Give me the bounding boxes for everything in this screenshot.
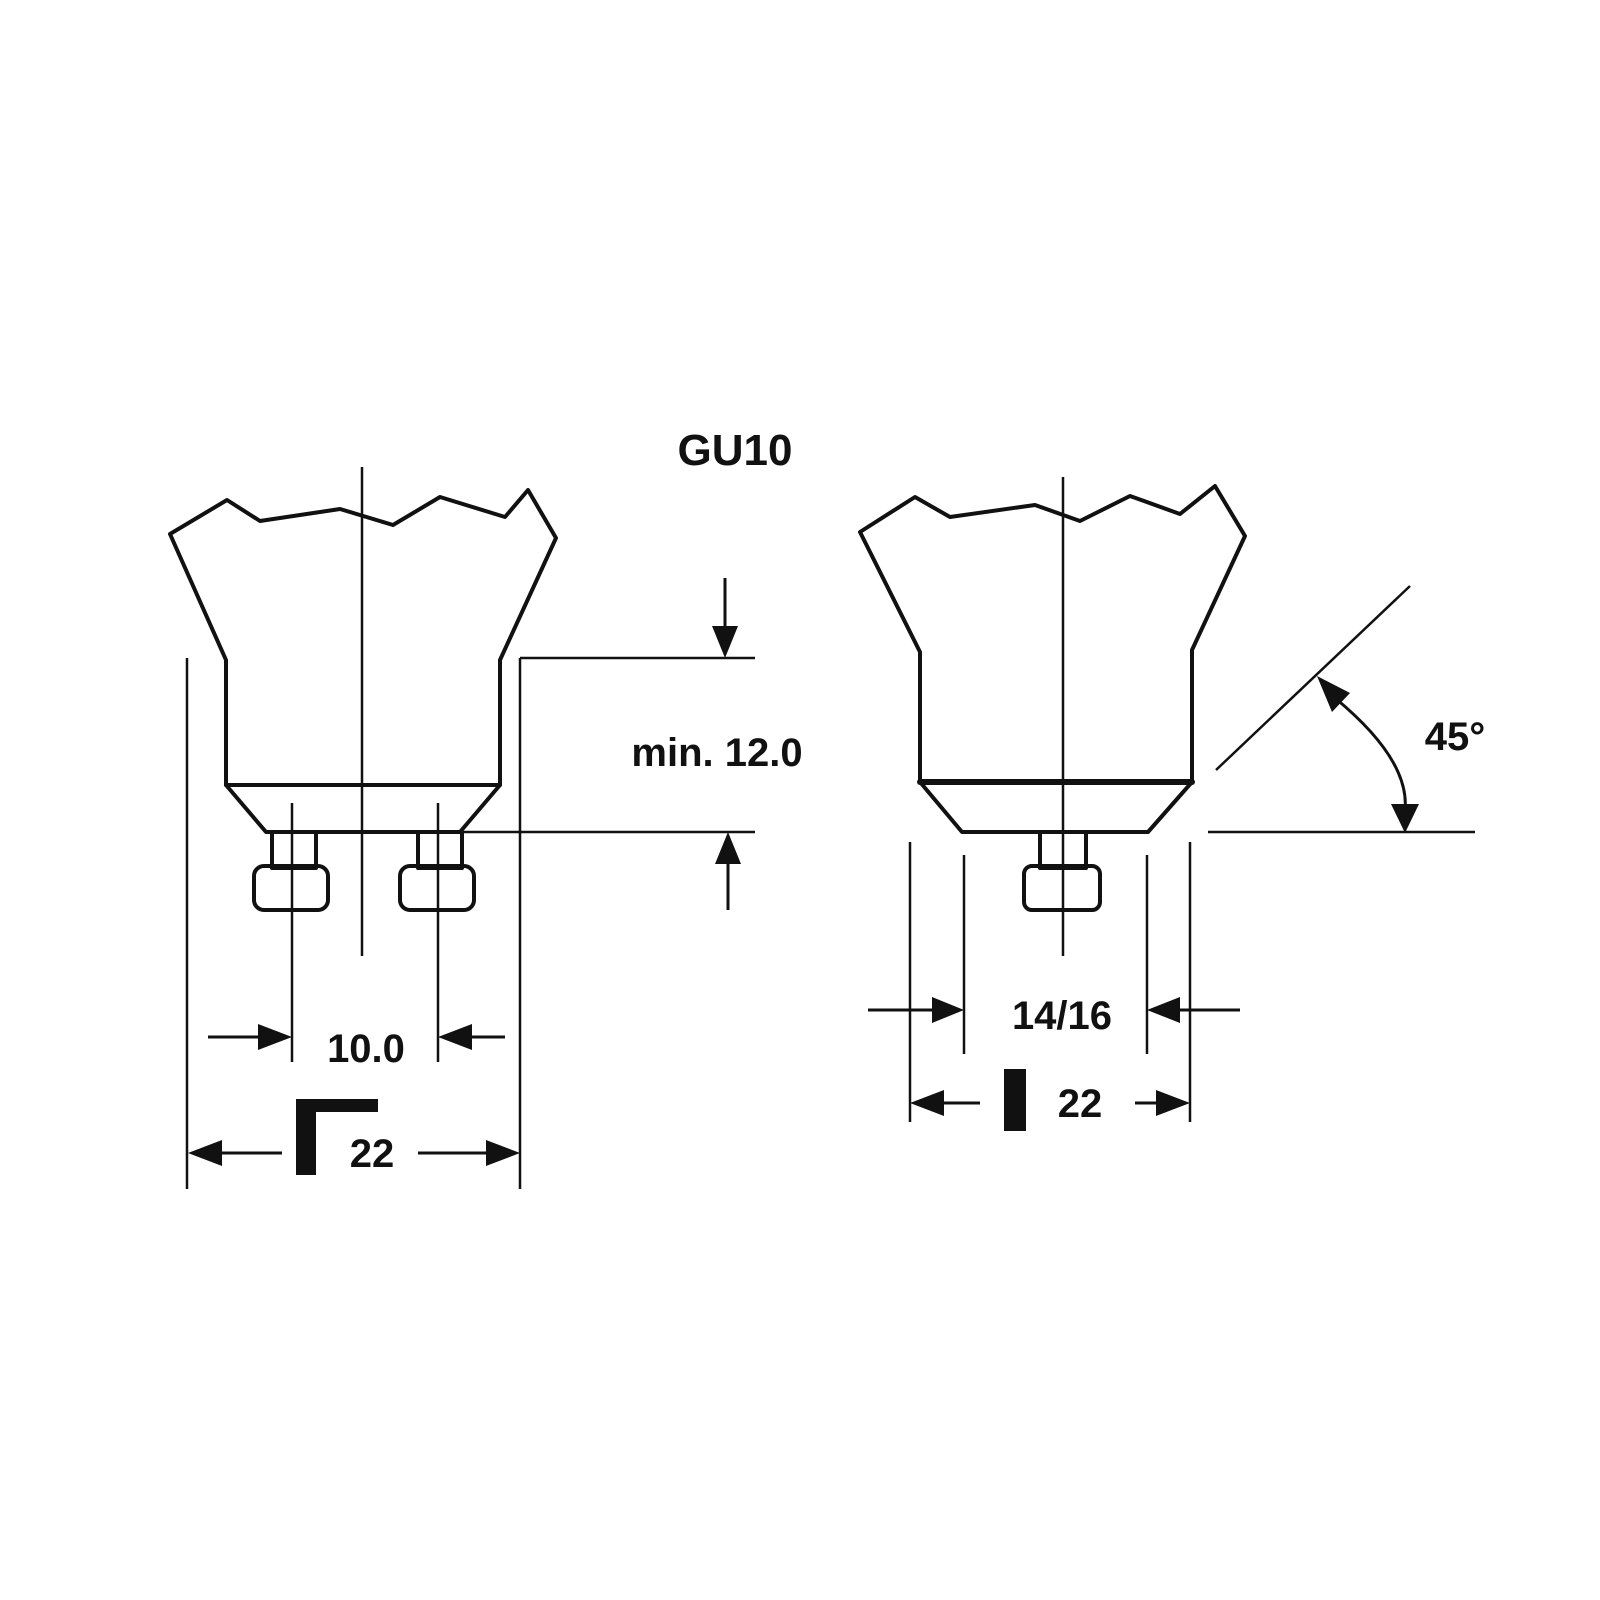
- pin-width-arrow-right-head: [1147, 997, 1180, 1023]
- angle-arrow-upper-head: [1317, 676, 1350, 712]
- right-pin: [1022, 830, 1102, 912]
- drawing-title: GU10: [678, 426, 793, 475]
- height-label: min. 12.0: [631, 731, 802, 775]
- profile-corner-symbol: [296, 1099, 378, 1175]
- pin-spacing-arrow-left-head: [258, 1024, 292, 1050]
- base-width-arrow-right-head: [486, 1140, 520, 1166]
- right-lamp-body: [858, 484, 1247, 784]
- right-base-width-label: 22: [1058, 1082, 1103, 1126]
- height-arrow-bottom-head: [715, 832, 741, 864]
- base-width-arrow-left-head: [188, 1140, 222, 1166]
- angle-label: 45°: [1425, 715, 1486, 759]
- pin-spacing-arrow-right-head: [438, 1024, 472, 1050]
- left-lamp-body: [168, 488, 558, 787]
- height-arrow-top-head: [712, 626, 738, 658]
- right-base-arrow-left-head: [910, 1090, 944, 1116]
- right-view: 14/16 22 45°: [858, 477, 1486, 1131]
- angle-arrow-lower-head: [1391, 804, 1419, 833]
- pin-width-arrow-left-head: [932, 997, 964, 1023]
- left-view: min. 12.0 10.0 22: [168, 467, 803, 1189]
- right-lamp-base: [918, 780, 1194, 834]
- left-base-width-label: 22: [350, 1132, 395, 1176]
- angle-ref-diagonal: [1215, 585, 1411, 771]
- pin-spacing-label: 10.0: [327, 1027, 405, 1071]
- right-base-arrow-right-head: [1156, 1090, 1190, 1116]
- block-symbol: [1004, 1069, 1026, 1131]
- pin-width-label: 14/16: [1012, 994, 1112, 1038]
- angle-arc: [1334, 696, 1407, 811]
